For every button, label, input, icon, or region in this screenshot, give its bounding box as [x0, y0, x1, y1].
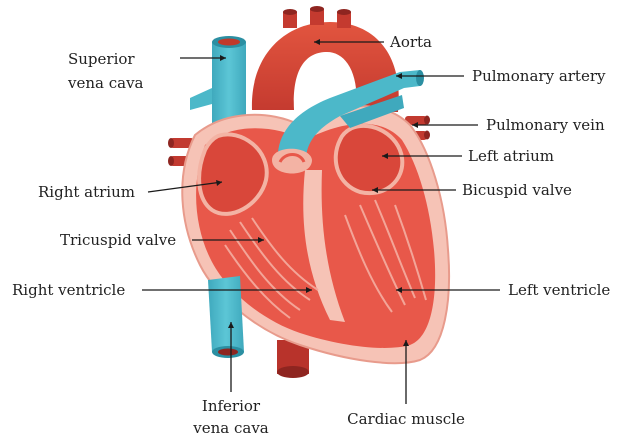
left-atrium — [336, 126, 403, 193]
label-tricuspid-valve: Tricuspid valve — [60, 231, 176, 249]
inferior-vena-cava — [208, 276, 244, 358]
label-inferior-vena-cava-line2: vena cava — [192, 419, 269, 437]
label-bicuspid-valve: Bicuspid valve — [462, 181, 572, 199]
label-pulmonary-vein: Pulmonary vein — [486, 116, 605, 134]
label-superior-vena-cava-line1: Superior — [68, 50, 135, 68]
label-pulmonary-artery: Pulmonary artery — [472, 67, 606, 85]
label-right-ventricle: Right ventricle — [12, 281, 125, 299]
label-superior-vena-cava-line2: vena cava — [67, 74, 144, 92]
label-left-atrium: Left atrium — [468, 147, 554, 165]
label-right-atrium: Right atrium — [38, 183, 135, 201]
label-aorta: Aorta — [389, 33, 432, 51]
label-cardiac-muscle: Cardiac muscle — [347, 410, 465, 428]
label-inferior-vena-cava-line1: Inferior — [202, 397, 261, 415]
label-left-ventricle: Left ventricle — [508, 281, 610, 299]
